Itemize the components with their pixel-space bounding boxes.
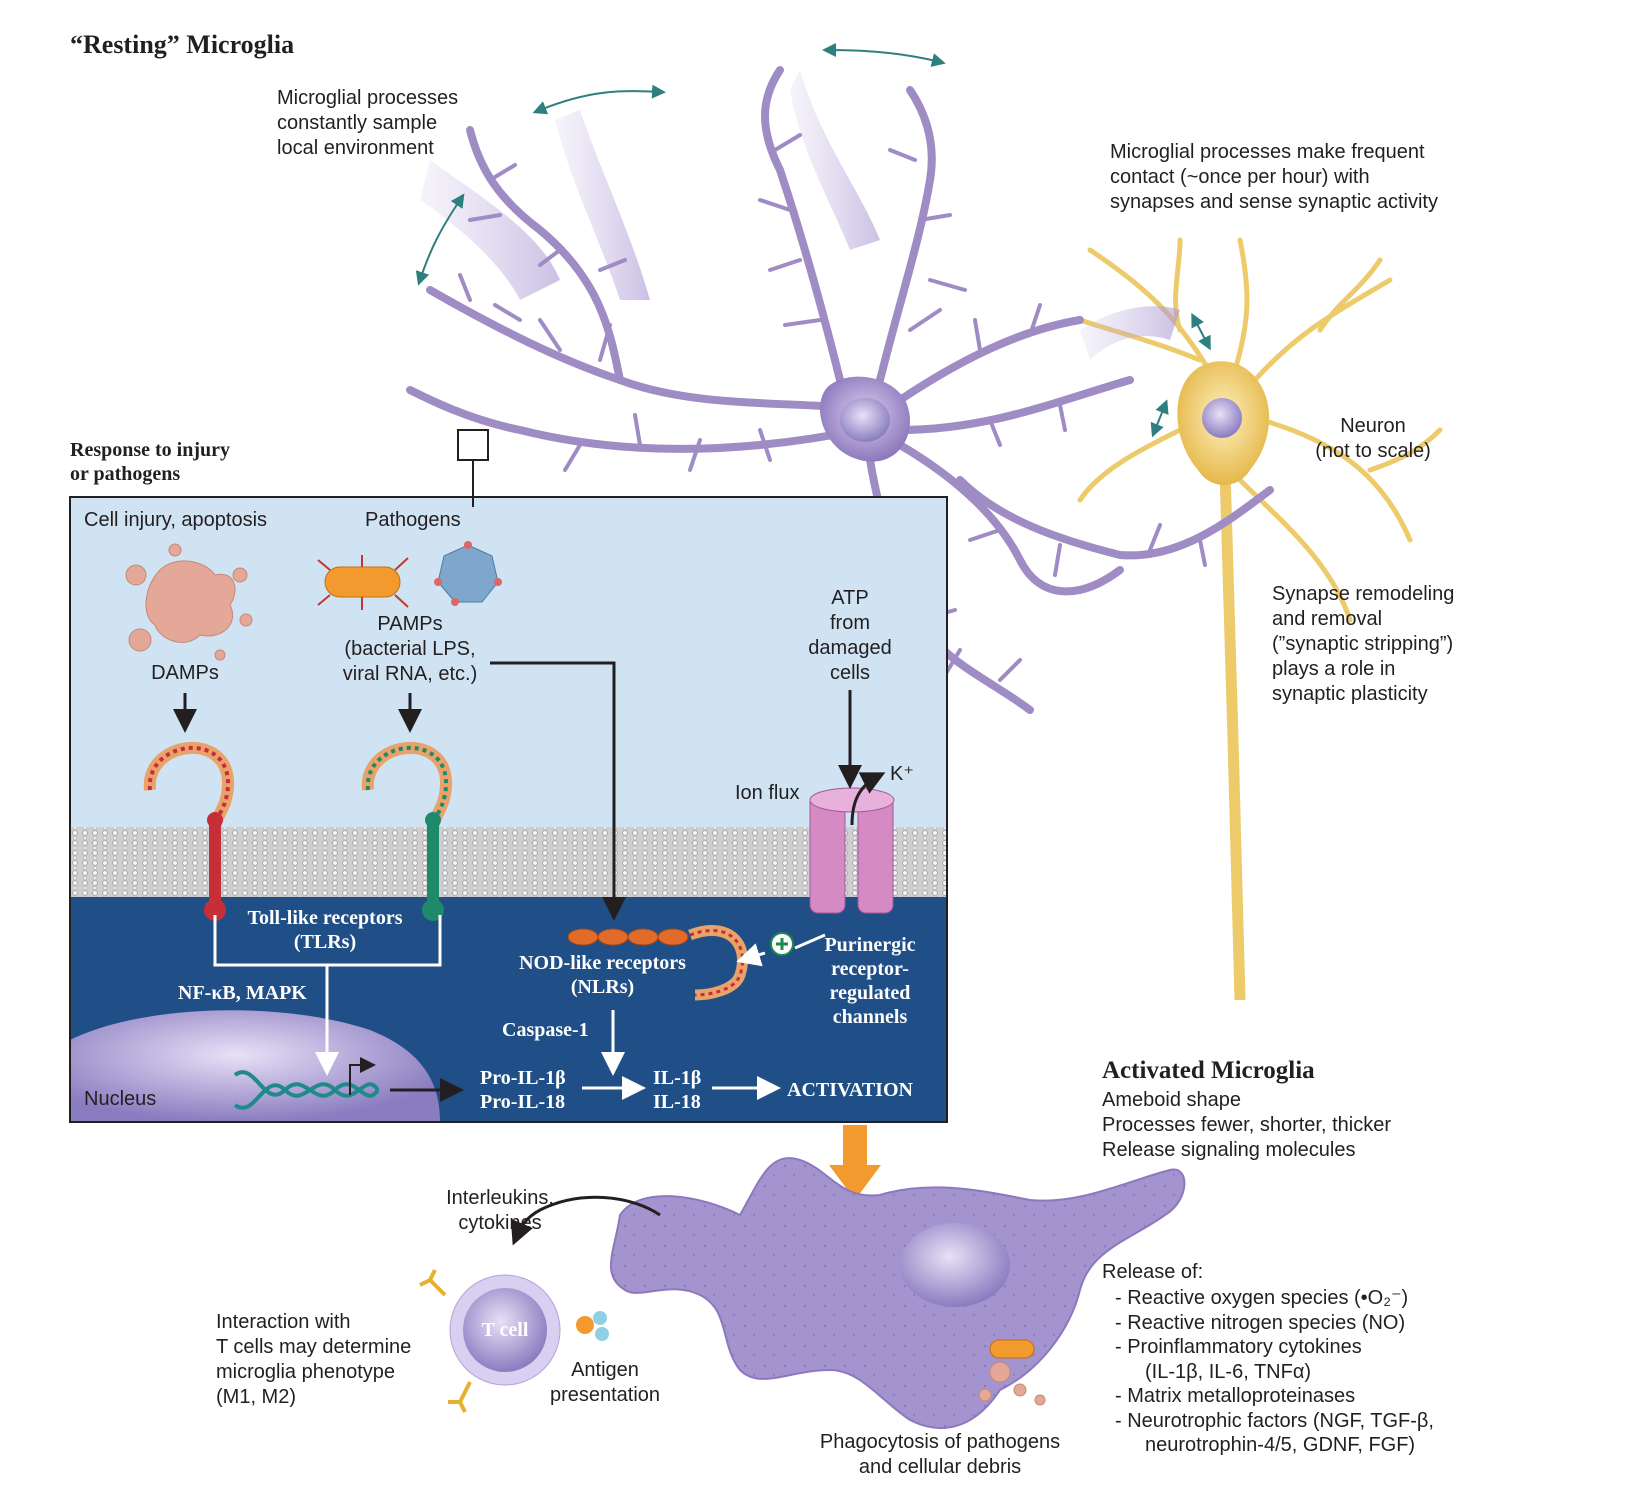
neuron xyxy=(1077,237,1443,1001)
ion-flux-label: Ion flux xyxy=(735,782,800,804)
tlr-green xyxy=(361,742,453,921)
release-item: - Reactive oxygen species (•O₂⁻) xyxy=(1115,1287,1409,1309)
activation-label: ACTIVATION xyxy=(787,1079,913,1101)
nlr xyxy=(567,925,749,1001)
release-item: (IL-1β, IL-6, TNFα) xyxy=(1145,1360,1312,1383)
release-item: neurotrophin-4/5, GDNF, FGF) xyxy=(1145,1434,1416,1456)
t-cell xyxy=(419,1269,609,1413)
synapse-note: Synapse remodeling and removal (”synapti… xyxy=(1272,583,1455,705)
pathogens-label: Pathogens xyxy=(365,509,461,531)
release-heading: Release of: xyxy=(1102,1261,1204,1283)
cell-injury-label: Cell injury, apoptosis xyxy=(84,509,268,531)
antigen-label: Antigen presentation xyxy=(549,1359,661,1406)
release-item: - Matrix metalloproteinases xyxy=(1115,1385,1356,1407)
interleukins-label: Interleukins, cytokines xyxy=(446,1187,554,1234)
page-title: “Resting” Microglia xyxy=(70,30,295,59)
nucleus-label: Nucleus xyxy=(84,1088,157,1110)
release-item: - Reactive nitrogen species (NO) xyxy=(1115,1311,1406,1334)
caspase-label: Caspase-1 xyxy=(502,1019,589,1041)
il-label: IL-1β IL-18 xyxy=(653,1067,702,1113)
virus xyxy=(434,541,502,606)
atp-label: ATP from damaged cells xyxy=(808,587,892,684)
dna xyxy=(233,1057,380,1110)
pro-il-label: Pro-IL-1β Pro-IL-18 xyxy=(480,1067,566,1113)
activated-lines: Ameboid shape Processes fewer, shorter, … xyxy=(1102,1089,1392,1161)
phagocytosis-label: Phagocytosis of pathogens and cellular d… xyxy=(819,1431,1061,1478)
nfkb-label: NF-κB, MAPK xyxy=(178,982,307,1004)
activated-title: Activated Microglia xyxy=(1102,1057,1315,1084)
tlr-label: Toll-like receptors (TLRs) xyxy=(247,907,403,953)
contact-note: Microglial processes make frequent conta… xyxy=(1110,141,1438,213)
inset-heading: Response to injury or pathogens xyxy=(70,439,231,485)
bacterium xyxy=(317,555,409,610)
release-item: - Neurotrophic factors (NGF, TGF-β, xyxy=(1115,1409,1434,1432)
release-item: - Proinflammatory cytokines xyxy=(1115,1336,1362,1358)
tlr-red xyxy=(143,742,235,921)
pamps-label: PAMPs (bacterial LPS, viral RNA, etc.) xyxy=(342,613,478,685)
neuron-label: Neuron (not to scale) xyxy=(1315,415,1431,462)
k-plus-label: K⁺ xyxy=(890,763,914,785)
activation-arrow xyxy=(829,1125,881,1200)
release-list: - Reactive oxygen species (•O₂⁻) - React… xyxy=(1115,1286,1434,1458)
t-cell-label: T cell xyxy=(481,1319,529,1341)
activated-microglia xyxy=(510,1157,1186,1430)
nlr-label: NOD-like receptors (NLRs) xyxy=(519,952,686,998)
purinergic-label: Purinergic receptor- regulated channels xyxy=(824,934,916,1028)
damps-cell xyxy=(125,543,253,661)
damps-label: DAMPs xyxy=(151,662,219,684)
sampling-note: Microglial processes constantly sample l… xyxy=(277,87,459,159)
interaction-note: Interaction with T cells may determine m… xyxy=(216,1311,412,1408)
